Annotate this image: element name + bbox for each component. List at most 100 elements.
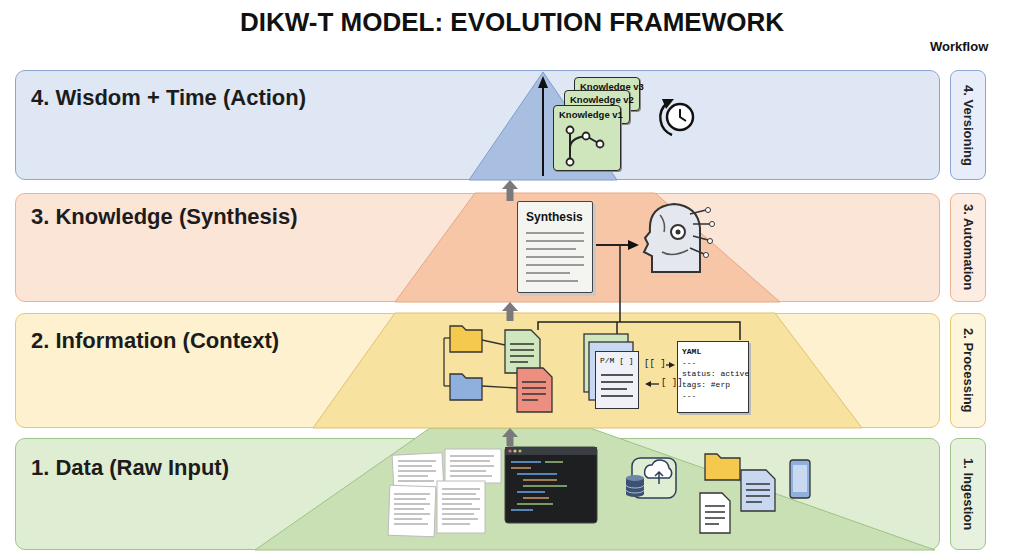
version-card: Knowledge v1 (553, 105, 621, 171)
arrow-head (502, 180, 518, 189)
ai-head-icon (708, 239, 713, 244)
text-line (526, 264, 584, 266)
workflow-step: 2. Processing (961, 328, 976, 413)
link-arrows (645, 381, 651, 387)
flow-arrow (502, 180, 518, 201)
layer-heading: 1. Data (Raw Input) (31, 455, 229, 481)
yaml-line: --- (682, 390, 744, 401)
sticky-notes (394, 456, 494, 524)
folder-tree (444, 385, 450, 386)
cloud-database-icon (626, 475, 644, 481)
file-icons (741, 470, 775, 511)
synthesis-document: Synthesis (517, 201, 593, 293)
folder-tree (450, 374, 482, 400)
ai-head-icon (660, 215, 688, 255)
folder-tree (443, 338, 444, 386)
workflow-tab: 2. Processing (950, 313, 986, 428)
document-icon (517, 368, 552, 412)
feed-line (628, 240, 639, 250)
sticky-notes (388, 485, 436, 537)
yaml-line: --- (682, 357, 744, 368)
feed-line (616, 322, 618, 334)
file-icons (746, 484, 770, 502)
text-line (526, 280, 578, 282)
ai-head-icon (676, 230, 681, 235)
code-editor (518, 449, 521, 452)
document-icon (510, 344, 534, 362)
code-editor (508, 449, 511, 452)
link-symbol: [[ ] (644, 359, 666, 369)
column-heading: Workflow (930, 39, 988, 54)
link-symbol: [ ]] (661, 378, 683, 388)
ai-head-icon (706, 208, 711, 213)
text-line (601, 374, 633, 376)
clock-icon (667, 104, 693, 130)
feed-line (619, 245, 621, 322)
sticky-notes (388, 449, 501, 537)
layer-band: 4. Wisdom + Time (Action)Knowledge v3Kno… (15, 70, 940, 180)
yaml-line: YAML (682, 346, 744, 357)
growth-arrow (538, 76, 548, 88)
layer-heading: 4. Wisdom + Time (Action) (31, 85, 306, 111)
text-line (526, 272, 570, 274)
layer-heading: 3. Knowledge (Synthesis) (31, 204, 298, 230)
folder-tree (444, 337, 450, 338)
workflow-tab: 4. Versioning (950, 70, 986, 180)
file-icons (790, 460, 810, 498)
workflow-tab: 3. Automation (950, 193, 986, 302)
arrow-head (502, 302, 518, 311)
code-editor (517, 462, 567, 504)
workflow-step: 3. Automation (961, 204, 976, 290)
document-text: P/M [ ] (600, 356, 634, 365)
code-editor (513, 449, 516, 452)
feed-line (538, 322, 740, 340)
text-line (526, 256, 584, 258)
text-line (526, 240, 584, 242)
text-line (526, 232, 584, 234)
pyramid-level (313, 313, 862, 428)
text-line (601, 395, 633, 397)
file-icons (705, 454, 740, 480)
growth-arrow (538, 76, 548, 176)
workflow-tab: 1. Ingestion (950, 438, 986, 550)
document-heading: Synthesis (526, 210, 583, 224)
layer-heading: 2. Information (Context) (31, 328, 279, 354)
ai-head-icon (671, 225, 685, 239)
version-label: Knowledge v2 (570, 94, 634, 105)
clock-icon (680, 109, 686, 121)
branch-icon (554, 122, 620, 168)
text-line (601, 381, 633, 383)
cloud-database-icon (645, 460, 672, 478)
text-line (526, 248, 576, 250)
file-icons (705, 506, 725, 524)
document-icon (505, 330, 540, 373)
link-arrows (650, 383, 659, 384)
arrow-head (502, 428, 518, 437)
arrow-shaft (507, 310, 514, 321)
workflow-step: 4. Versioning (961, 85, 976, 166)
yaml-document: YAML---status: activetags: #erp--- (677, 341, 749, 413)
workflow-step: 1. Ingestion (961, 458, 976, 530)
arrow-shaft (507, 188, 514, 201)
code-editor (505, 447, 597, 523)
file-icons (700, 493, 730, 533)
yaml-line: status: active (682, 368, 744, 379)
cloud-database-icon (626, 458, 676, 498)
document-icon (522, 382, 546, 400)
code-editor (505, 447, 597, 455)
flow-arrow (502, 428, 518, 446)
code-editor (511, 468, 557, 498)
text-line (601, 388, 627, 390)
ai-head-icon (704, 253, 709, 258)
link-arrows (669, 362, 675, 368)
folder-tree (450, 326, 482, 352)
cloud-database-icon (626, 485, 644, 493)
folder-tree (482, 340, 505, 345)
code-editor (505, 447, 597, 523)
flow-arrow (502, 302, 518, 321)
version-label: Knowledge v1 (559, 109, 623, 120)
file-icons (793, 465, 807, 492)
ai-head-icon (710, 222, 715, 227)
arrow-shaft (507, 436, 514, 446)
